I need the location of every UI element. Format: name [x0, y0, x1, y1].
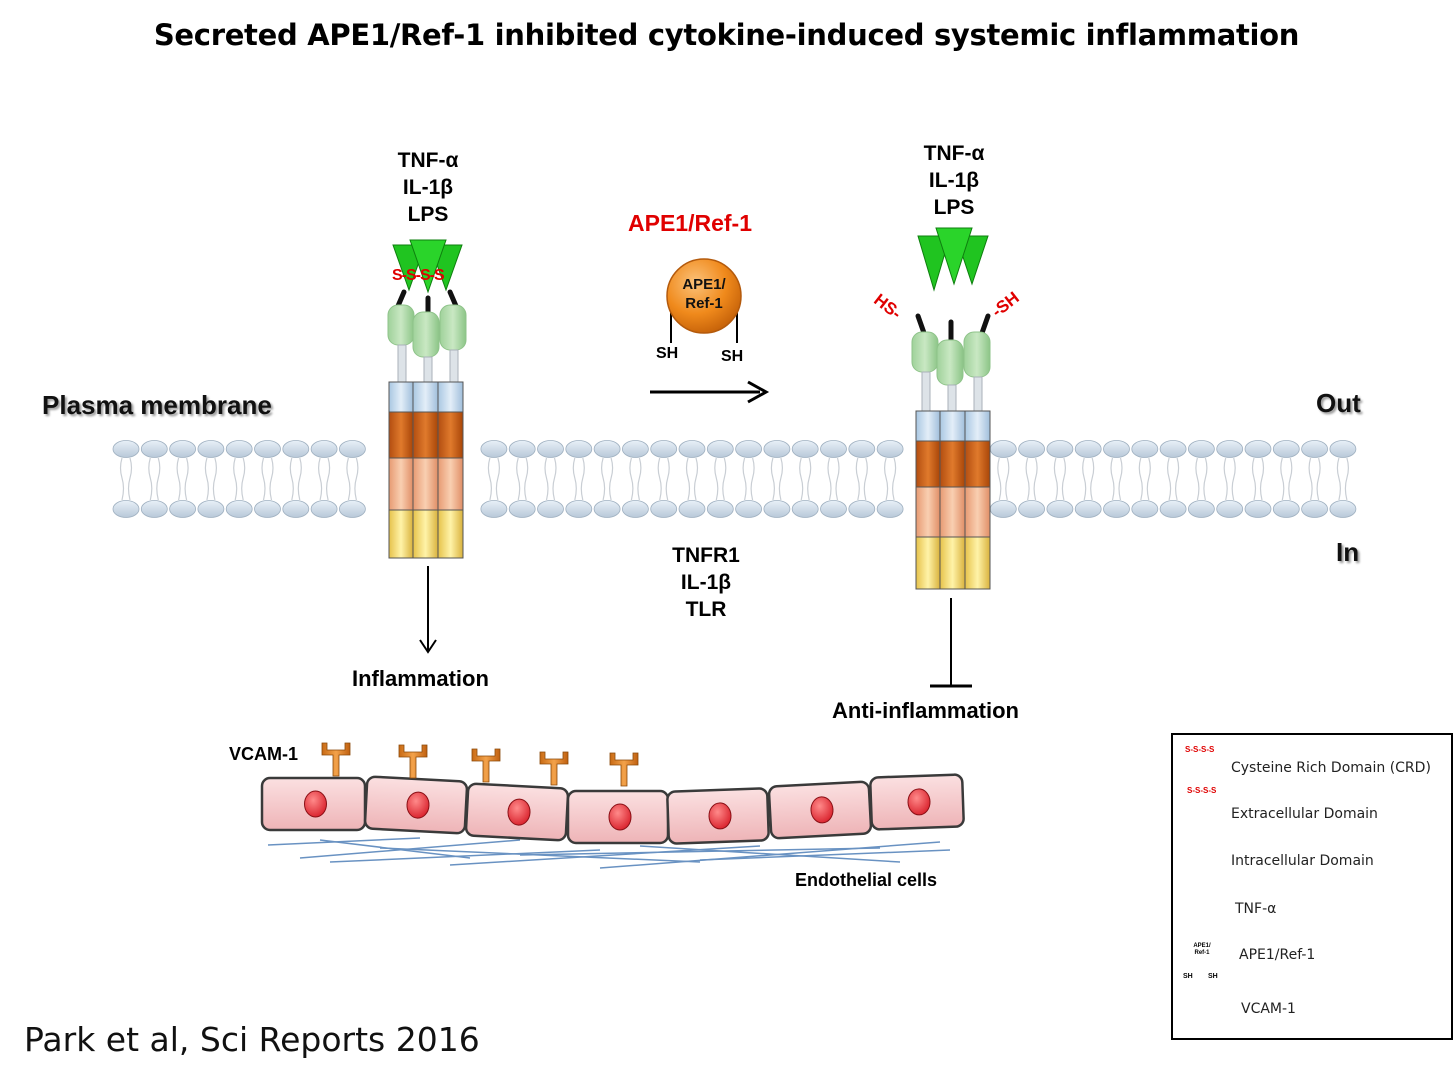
lipid-bilayer — [112, 440, 1357, 518]
ape1-ref1-molecule — [666, 258, 742, 343]
endothelium — [260, 742, 965, 869]
legend-item-extracellular: Extracellular Domain — [1231, 806, 1378, 822]
right-ligand-3: LPS — [933, 196, 975, 219]
endothelial-cell — [260, 776, 367, 832]
left-ligand-labels: TNF-α IL-1β LPS — [368, 147, 488, 228]
endothelial-cell — [767, 780, 873, 840]
endothelial-cell — [566, 789, 670, 845]
right-ligand-1: TNF-α — [923, 142, 985, 165]
endothelial-cell — [869, 773, 965, 831]
out-label: Out — [1316, 388, 1361, 418]
in-label: In — [1336, 537, 1360, 567]
left-ligand-2: IL-1β — [402, 176, 454, 199]
inhibition-bar — [930, 598, 972, 688]
vcam1-receptor-icon — [321, 742, 351, 777]
legend-sh-right: SH — [1208, 973, 1218, 980]
left-receptor — [387, 239, 467, 654]
left-ligand-3: LPS — [407, 203, 449, 226]
legend-item-crd: Cysteine Rich Domain (CRD) — [1231, 760, 1431, 776]
endothelial-cell — [464, 782, 570, 842]
vcam1-receptor-icon — [398, 744, 428, 779]
right-ligand-tnf-icon — [917, 227, 989, 292]
ape-ball-line2: Ref-1 — [685, 295, 723, 312]
legend-item-intracellular: Intracellular Domain — [1231, 853, 1374, 869]
ape-ball-line1: APE1/ — [682, 276, 726, 293]
legend-ext-ss: S-S-S-S — [1187, 786, 1217, 795]
legend-ape-text: APE1/ Ref-1 — [1193, 943, 1211, 956]
left-ligand-tnf-icon — [392, 239, 463, 294]
endothelial-cell — [363, 775, 469, 835]
sh-left-label: SH — [656, 345, 679, 362]
transition-arrow — [650, 380, 770, 404]
citation: Park et al, Sci Reports 2016 — [24, 1020, 480, 1059]
left-disulfide-label: S-S-S-S — [392, 267, 445, 284]
ape-ball-label: APE1/ Ref-1 — [669, 275, 739, 313]
receptor-name-1: TNFR1 — [672, 544, 740, 567]
left-ligand-1: TNF-α — [397, 149, 459, 172]
ape1-ref1-title: APE1/Ref-1 — [628, 210, 752, 236]
legend-item-vcam1: VCAM-1 — [1241, 1001, 1296, 1017]
legend-crd-ss: S-S-S-S — [1185, 745, 1215, 754]
receptor-name-2: IL-1β — [680, 571, 732, 594]
right-ligand-2: IL-1β — [928, 169, 980, 192]
endothelial-cells-label: Endothelial cells — [795, 870, 938, 890]
right-ligand-labels: TNF-α IL-1β LPS — [894, 140, 1014, 221]
vcam1-receptor-icon — [609, 752, 639, 787]
right-receptor — [911, 227, 991, 688]
diagram-title: Secreted APE1/Ref-1 inhibited cytokine-i… — [153, 18, 1300, 52]
receptor-name-3: TLR — [685, 598, 727, 621]
legend-sh-left: SH — [1183, 973, 1193, 980]
legend-item-tnf: TNF-α — [1235, 901, 1277, 917]
receptor-names: TNFR1 IL-1β TLR — [646, 542, 766, 623]
legend-item-ape1: APE1/Ref-1 — [1239, 947, 1316, 963]
vcam1-label: VCAM-1 — [229, 744, 299, 764]
anti-inflammation-label: Anti-inflammation — [832, 698, 1019, 723]
membrane-label: Plasma membrane — [42, 390, 272, 420]
inflammation-arrow — [419, 566, 437, 654]
vcam1-receptor-icon — [539, 751, 569, 786]
inflammation-label: Inflammation — [352, 666, 489, 691]
endothelial-cell — [666, 787, 770, 845]
sh-right-label: SH — [721, 348, 744, 365]
legend-box: Cysteine Rich Domain (CRD) Extracellular… — [1171, 733, 1453, 1040]
vcam1-receptor-icon — [471, 748, 501, 783]
